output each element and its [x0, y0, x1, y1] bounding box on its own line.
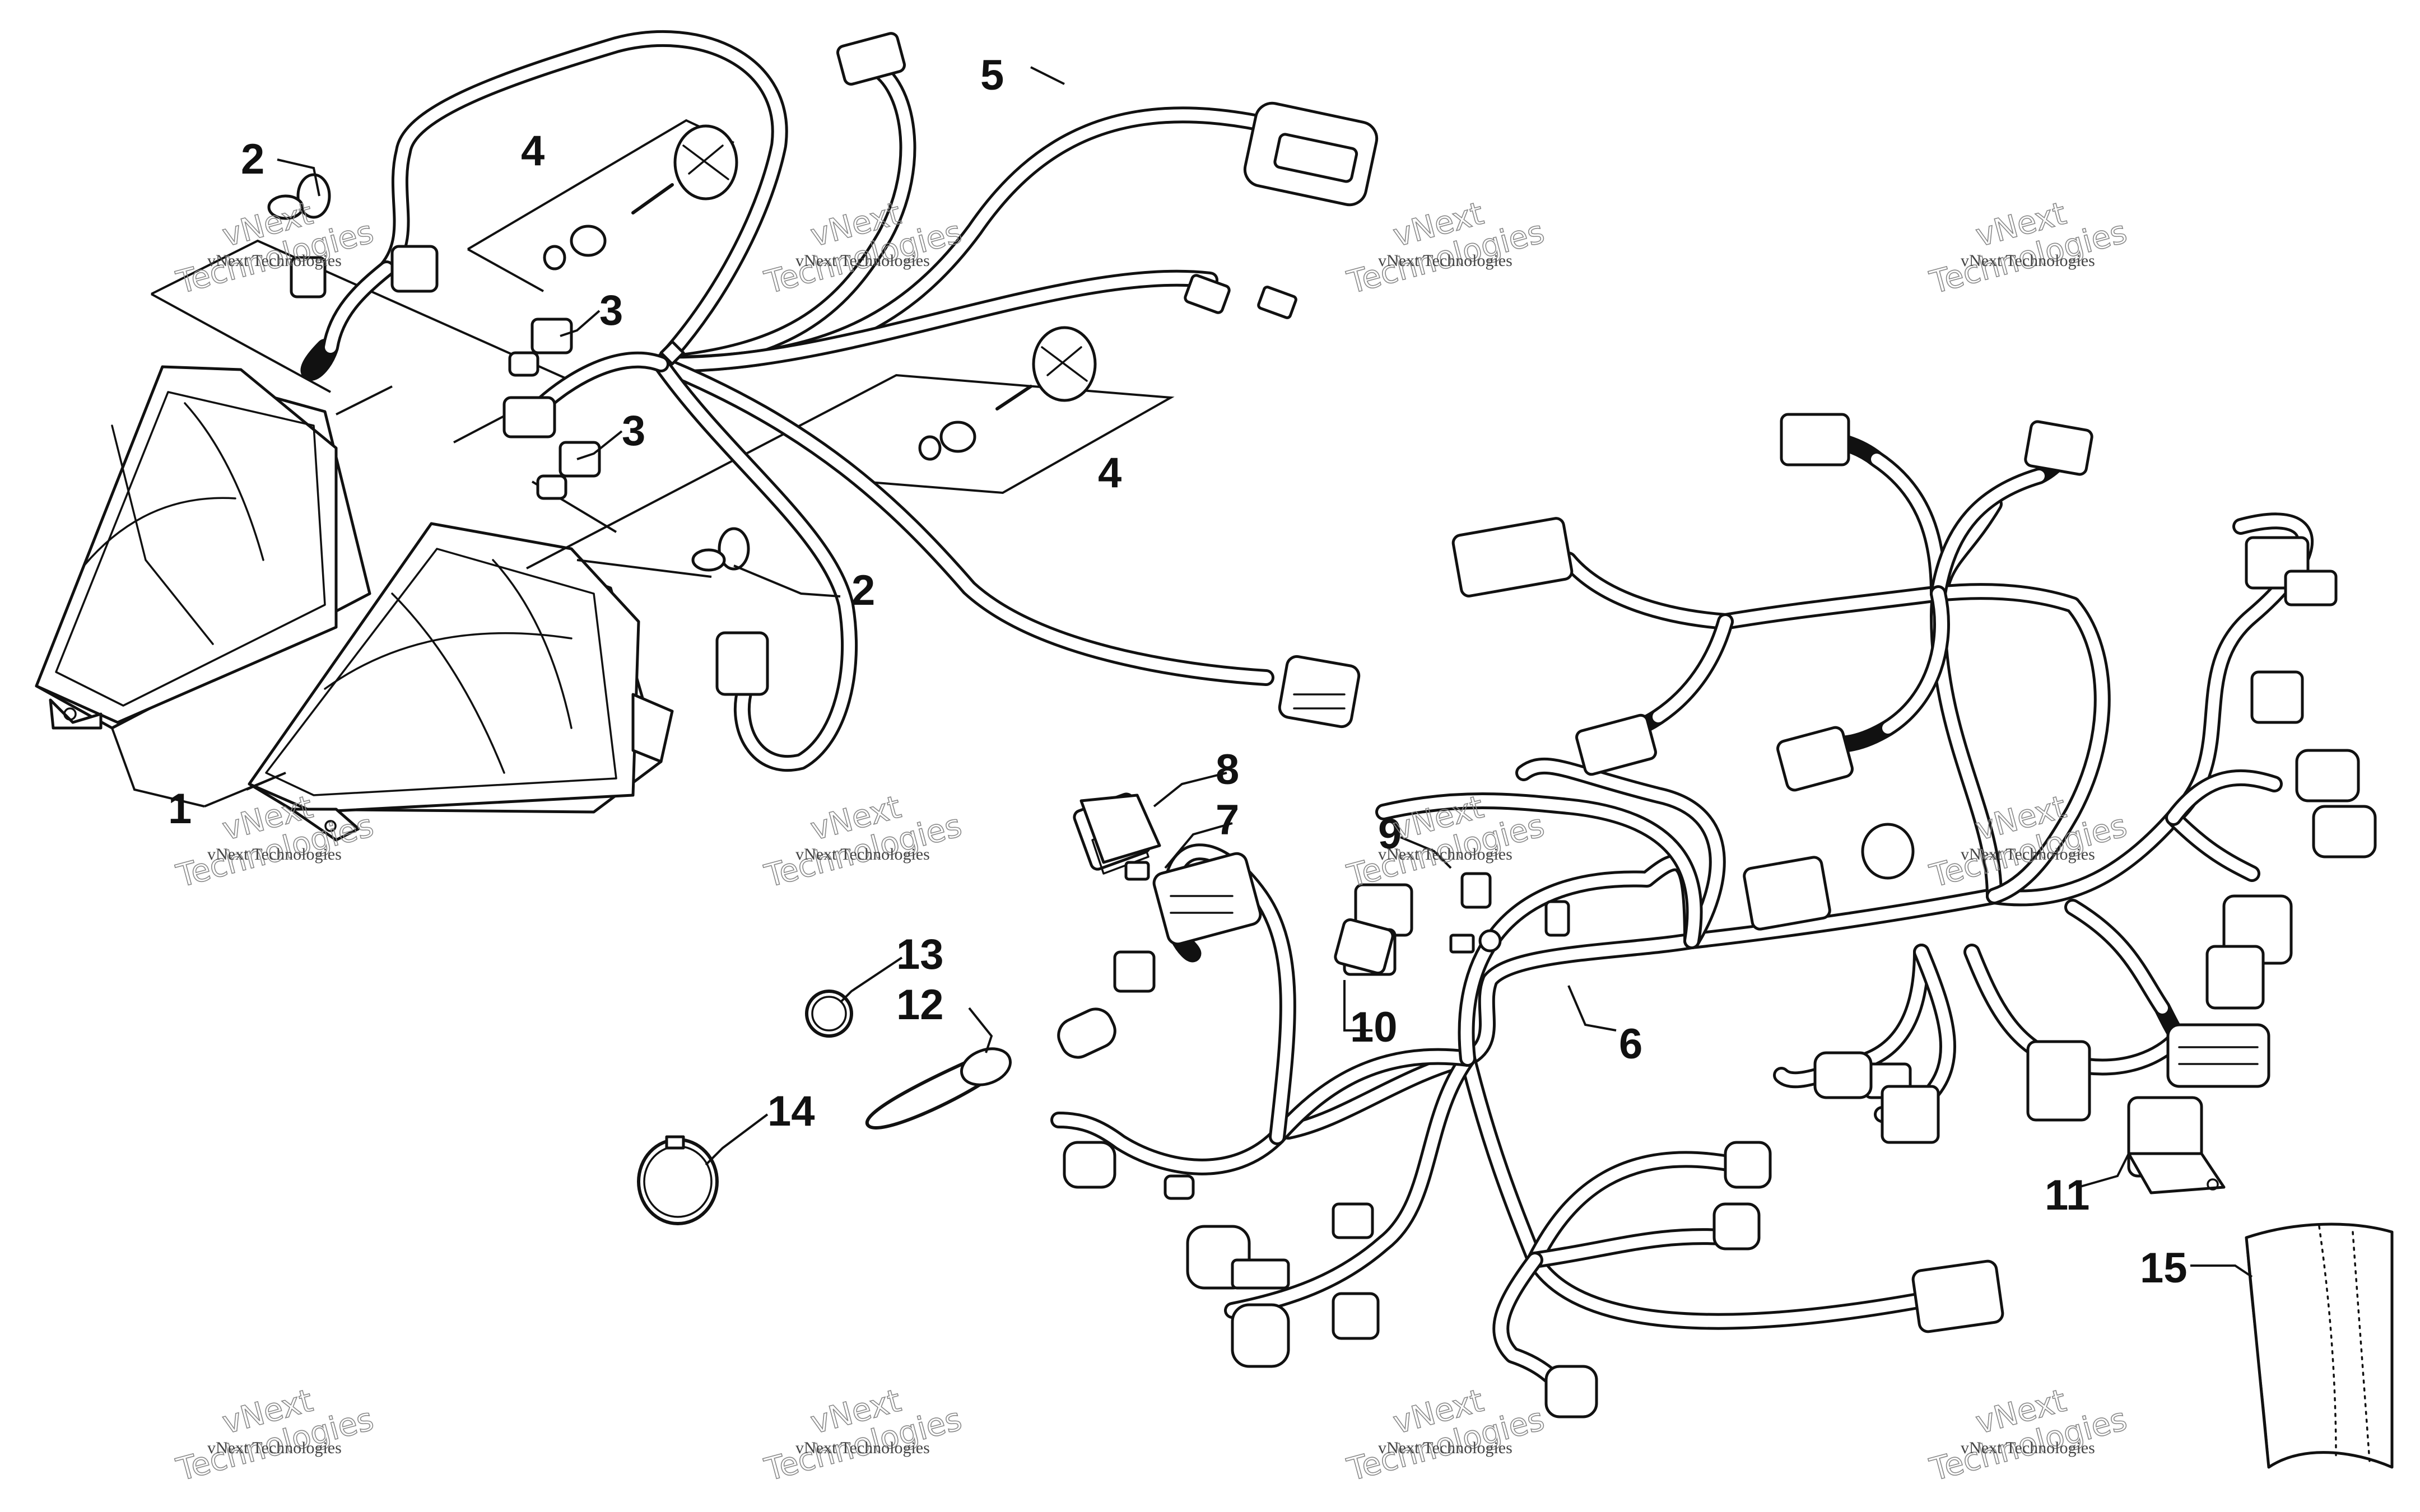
callout-15: 15	[2140, 1244, 2188, 1292]
watermark: vNext Technologies	[1343, 788, 1548, 895]
callout-3-lower: 3	[622, 407, 645, 455]
callout-leaders	[111, 66, 2253, 1278]
socket-upper	[267, 173, 331, 220]
adjuster-lower	[918, 326, 1097, 461]
svg-text:vNext Technologies: vNext Technologies	[1378, 251, 1513, 270]
callout-4-upper: 4	[521, 127, 544, 175]
callout-12: 12	[896, 981, 944, 1029]
svg-text:vNext Technologies: vNext Technologies	[1961, 251, 2095, 270]
relay	[2127, 1096, 2226, 1194]
fuse-holder	[1334, 918, 1394, 975]
callout-10: 10	[1350, 1004, 1398, 1051]
callout-7: 7	[1216, 796, 1239, 844]
watermarks: vNext Technologies vNext Technologies vN…	[172, 195, 2131, 1489]
callout-8: 8	[1216, 746, 1239, 794]
cable-tie	[637, 1135, 719, 1225]
socket-lower	[691, 527, 750, 572]
svg-text:vNext Technologies: vNext Technologies	[207, 251, 342, 270]
callout-2-upper: 2	[241, 136, 264, 183]
watermark: vNext Technologies	[1925, 1382, 2131, 1489]
svg-text:vNext Technologies: vNext Technologies	[1961, 1439, 2095, 1457]
callout-5: 5	[980, 52, 1004, 99]
callout-2-lower: 2	[851, 567, 875, 614]
svg-text:vNext Technologies: vNext Technologies	[795, 1439, 930, 1457]
callout-4-lower: 4	[1098, 449, 1121, 497]
svg-text:vNext Technologies: vNext Technologies	[1961, 845, 2095, 864]
watermark: vNext Technologies	[760, 788, 966, 895]
bulb-lower	[536, 441, 601, 500]
svg-text:vNext Technologies: vNext Technologies	[207, 845, 342, 864]
callout-6: 6	[1619, 1020, 1642, 1068]
watermark: vNext Technologies	[172, 1382, 378, 1489]
callout-13: 13	[896, 931, 944, 978]
svg-text:vNext Technologies: vNext Technologies	[1378, 845, 1513, 864]
bulb-upper	[508, 318, 573, 377]
svg-text:vNext Technologies: vNext Technologies	[795, 251, 930, 270]
callouts: 1 2 2 3 3 4 4 5 6 7 8 9 10 11 12 13 14 1…	[168, 52, 2188, 1292]
connector-cover	[1079, 794, 1161, 864]
svg-text:vNext Technologies: vNext Technologies	[1378, 1439, 1513, 1457]
watermark: vNext Technologies	[1343, 1382, 1548, 1489]
watermark: vNext Technologies	[1925, 195, 2131, 302]
svg-text:vNext Technologies: vNext Technologies	[207, 1439, 342, 1457]
headlight-left	[35, 365, 371, 730]
svg-text:vNext Technologies: vNext Technologies	[795, 845, 930, 864]
watermark: vNext Technologies	[760, 1382, 966, 1489]
main-wiring-harness	[1050, 413, 2377, 1418]
callout-14: 14	[767, 1088, 815, 1135]
headlight-right	[248, 522, 674, 842]
watermark: vNext Technologies	[172, 195, 378, 302]
fuse-link	[865, 1047, 1012, 1130]
watermark: vNext Technologies	[1343, 195, 1548, 302]
headlight-harness	[290, 30, 1379, 772]
adjuster-upper	[543, 124, 738, 270]
callout-11: 11	[2045, 1172, 2089, 1219]
clip	[805, 990, 853, 1038]
protective-sleeve	[2245, 1222, 2394, 1469]
callout-1: 1	[168, 785, 192, 833]
callout-3-upper: 3	[599, 287, 623, 334]
callout-9: 9	[1378, 810, 1402, 858]
